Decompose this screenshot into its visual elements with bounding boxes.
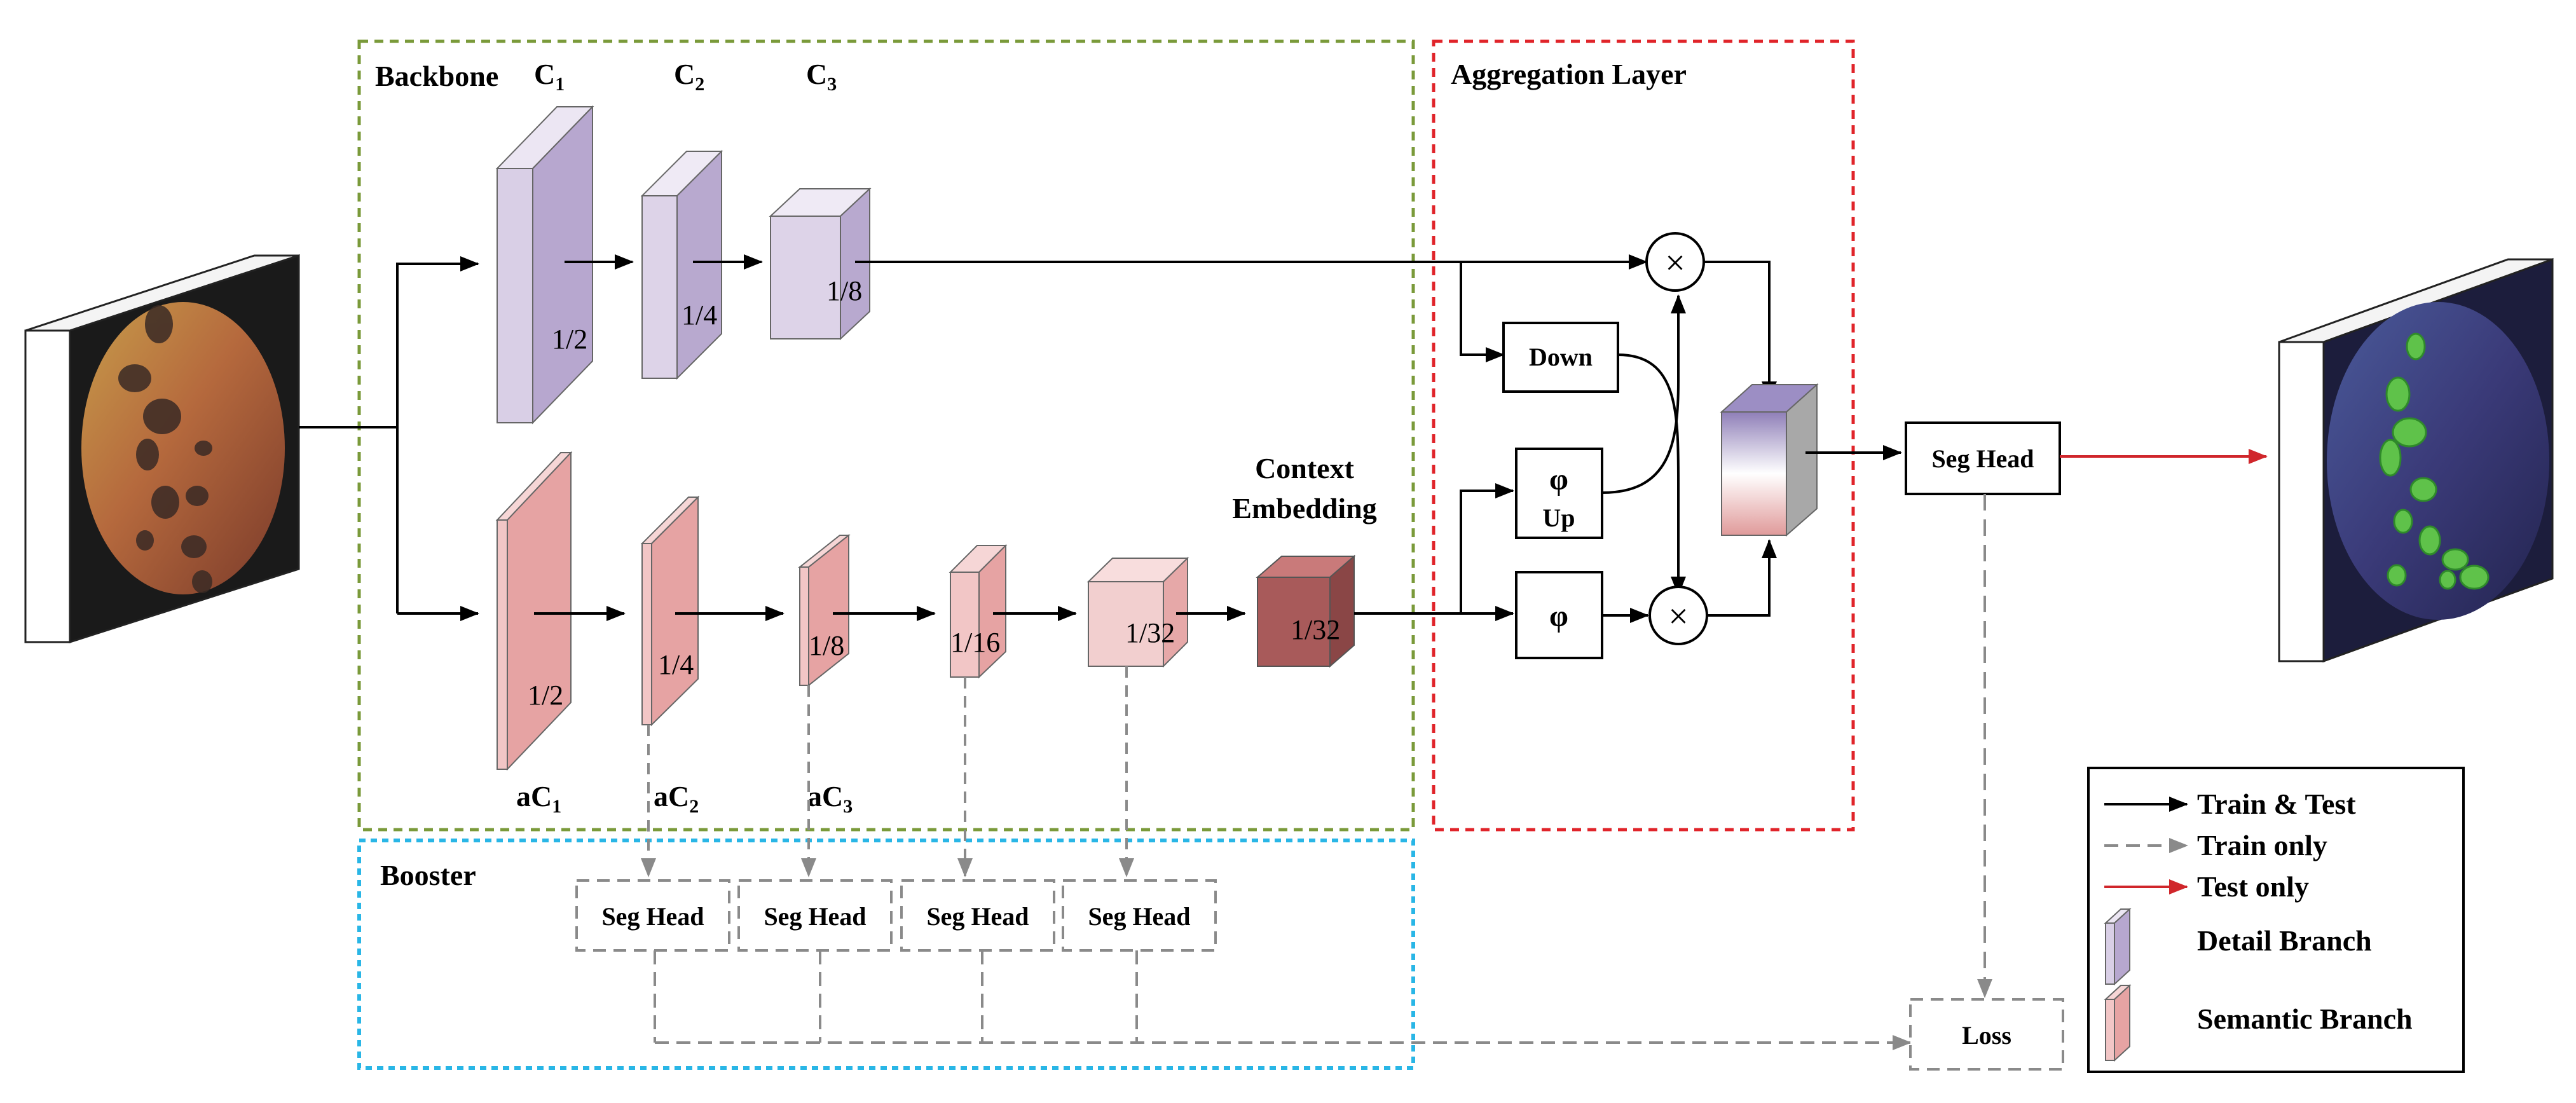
legend-train-test-label: Train & Test — [2197, 788, 2356, 820]
detail-label-c3: C3 — [806, 58, 837, 95]
multiply-top: × — [1645, 232, 1705, 292]
legend-train-only-label: Train only — [2197, 829, 2327, 861]
detail-label-c2: C2 — [674, 58, 704, 95]
multiply-bottom: × — [1648, 586, 1708, 645]
svg-text:Up: Up — [1542, 504, 1575, 532]
input-image — [24, 254, 300, 644]
legend-semantic-label: Semantic Branch — [2197, 1003, 2413, 1035]
booster-title: Booster — [380, 859, 476, 891]
svg-text:Seg Head: Seg Head — [764, 902, 866, 931]
svg-text:φ: φ — [1549, 463, 1568, 497]
input-split-lines — [299, 256, 479, 621]
loss-box: Loss — [1909, 998, 2064, 1071]
detail-block-c3 — [769, 187, 872, 341]
semantic-scale-16: 1/16 — [950, 627, 1000, 658]
svg-text:Loss: Loss — [1962, 1021, 2011, 1050]
booster-region — [357, 839, 1415, 1070]
legend-test-only-label: Test only — [2197, 870, 2309, 903]
detail-scale-c1: 1/2 — [552, 324, 587, 355]
svg-text:Seg Head: Seg Head — [601, 902, 704, 931]
svg-text:×: × — [1665, 243, 1685, 283]
semantic-label-ac1: aC1 — [516, 780, 561, 817]
booster-seg-head-1: Seg Head — [575, 879, 730, 952]
aggregation-connections — [1354, 261, 1777, 623]
backbone-title: Backbone — [375, 60, 498, 92]
semantic-scale-ac1: 1/2 — [528, 680, 563, 711]
seg-head-main: Seg Head — [1905, 421, 2061, 495]
semantic-label-ac2: aC2 — [654, 780, 699, 817]
booster-seg-head-2: Seg Head — [737, 879, 893, 952]
semantic-block-32 — [1086, 556, 1189, 668]
context-title-line2: Embedding — [1232, 492, 1377, 524]
legend-semantic-swatch — [2104, 983, 2132, 1062]
phi-box: φ — [1515, 571, 1603, 659]
detail-block-c2 — [640, 149, 723, 380]
output-image — [2278, 257, 2554, 663]
booster-seg-head-4: Seg Head — [1062, 879, 1217, 952]
aggregation-region — [1432, 39, 1855, 832]
svg-text:φ: φ — [1549, 599, 1568, 633]
svg-text:×: × — [1668, 597, 1689, 636]
semantic-block-ac1 — [495, 451, 573, 771]
semantic-block-16 — [949, 544, 1008, 679]
context-title-line1: Context — [1255, 452, 1355, 484]
detail-label-c1: C1 — [534, 58, 565, 95]
aggregation-title: Aggregation Layer — [1451, 58, 1687, 90]
svg-text:Seg Head: Seg Head — [1088, 902, 1190, 931]
detail-scale-c3: 1/8 — [826, 275, 862, 306]
booster-seg-head-3: Seg Head — [900, 879, 1055, 952]
legend: Train & Test Train only Test only Detail… — [2087, 767, 2465, 1073]
semantic-scale-32: 1/32 — [1125, 617, 1175, 648]
detail-scale-c2: 1/4 — [682, 299, 717, 331]
phi-up-box: φ Up — [1515, 448, 1603, 539]
context-scale: 1/32 — [1291, 614, 1340, 645]
svg-text:Seg Head: Seg Head — [1931, 444, 2034, 473]
legend-detail-swatch — [2104, 907, 2132, 986]
aggregated-feature-block — [1720, 383, 1819, 537]
semantic-scale-ac2: 1/4 — [658, 649, 694, 680]
context-embedding-block — [1256, 554, 1356, 668]
booster-input-arrows — [641, 666, 1134, 877]
semantic-label-ac3: aC3 — [807, 780, 853, 817]
backbone-region — [357, 39, 1415, 832]
semantic-block-ac3 — [798, 533, 851, 687]
semantic-scale-ac3: 1/8 — [809, 630, 844, 661]
svg-text:Seg Head: Seg Head — [926, 902, 1029, 931]
detail-block-c1 — [495, 105, 594, 425]
down-box: Down — [1502, 322, 1619, 393]
semantic-block-ac2 — [640, 495, 700, 727]
legend-detail-label: Detail Branch — [2197, 924, 2372, 957]
booster-loss-lines — [654, 950, 1912, 1050]
svg-text:Down: Down — [1529, 343, 1593, 371]
